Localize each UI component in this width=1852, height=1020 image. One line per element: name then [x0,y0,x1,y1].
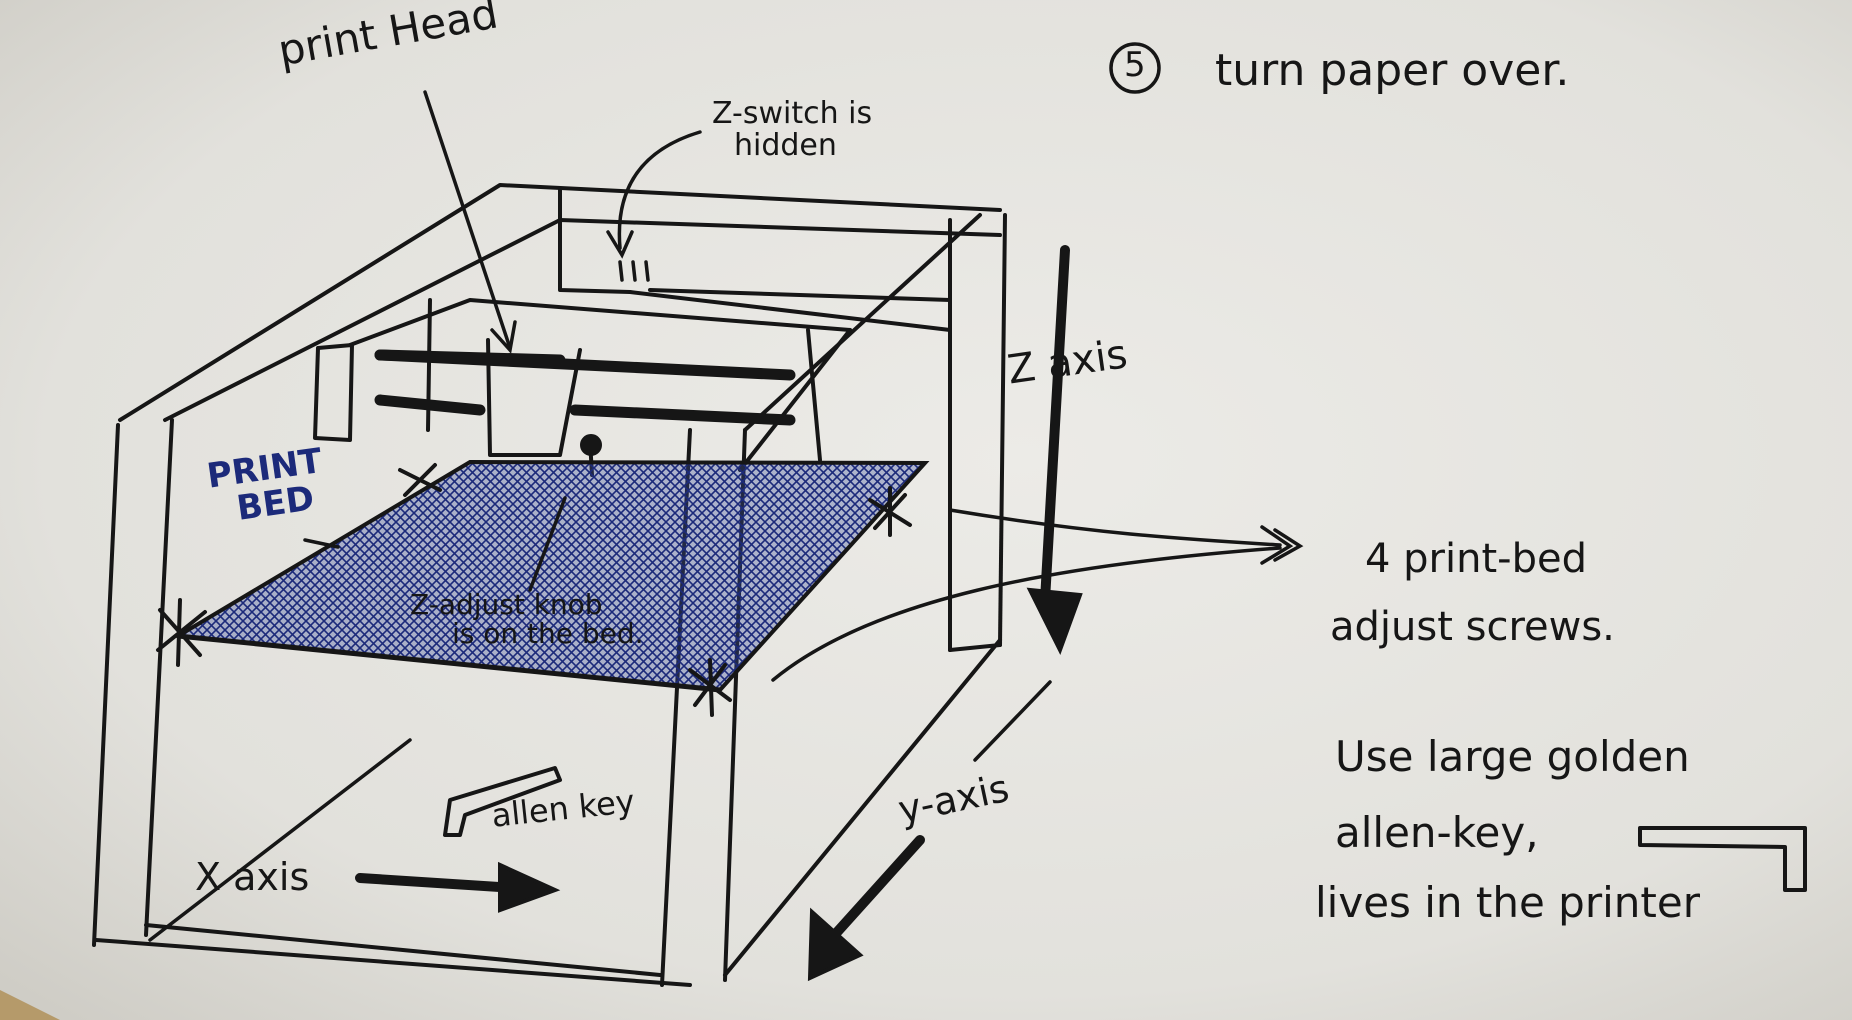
golden-key-line1: Use large golden [1335,735,1700,779]
x-axis-label: X axis [195,858,309,898]
turn-paper-text: turn paper over. [1215,48,1569,94]
golden-key-line2: allen-key, [1335,811,1700,855]
z-knob-label-line2: is on the bed. [452,619,644,648]
screws-label-line2: adjust screws. [1330,606,1615,648]
rod-upper-left [380,355,560,360]
print-head-nozzle-cap [582,436,600,454]
z-knob-label: Z-adjust knob is on the bed. [410,590,644,649]
step-number: 5 [1124,48,1146,84]
z-switch-label-line2: hidden [734,130,872,162]
screws-label: 4 print-bed adjust screws. [1330,538,1615,648]
golden-key-label: Use large golden allen-key, lives in the… [1335,735,1700,925]
screws-label-line1: 4 print-bed [1365,538,1615,580]
z-knob-label-line1: Z-adjust knob [410,590,644,619]
carriage-inner [428,300,430,430]
z-switch-label-line1: Z-switch is [712,98,872,130]
print-bed-label: PRINT BED [205,444,329,531]
z-switch-label: Z-switch is hidden [712,98,872,161]
ghost-text [1120,110,1135,163]
golden-key-line3: lives in the printer [1315,881,1700,925]
